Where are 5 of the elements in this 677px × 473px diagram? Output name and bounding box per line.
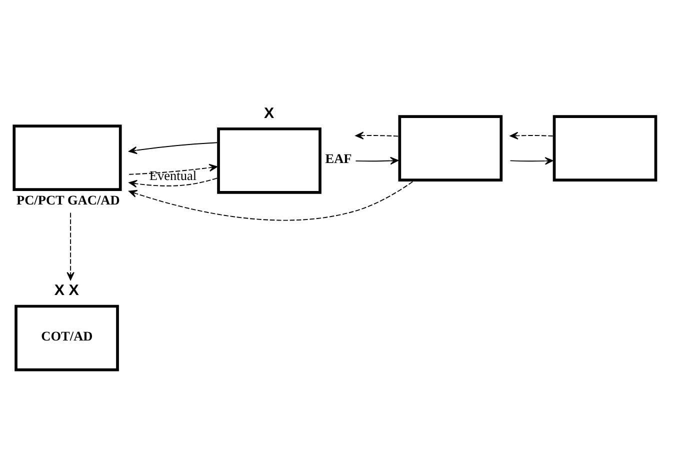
edge-label: Eventual [149, 167, 197, 182]
node-label: EAF [325, 150, 352, 166]
node-label: X X [54, 282, 79, 299]
node-label: PC/PCT GAC/AD [16, 192, 120, 207]
node-label: X [264, 104, 274, 122]
